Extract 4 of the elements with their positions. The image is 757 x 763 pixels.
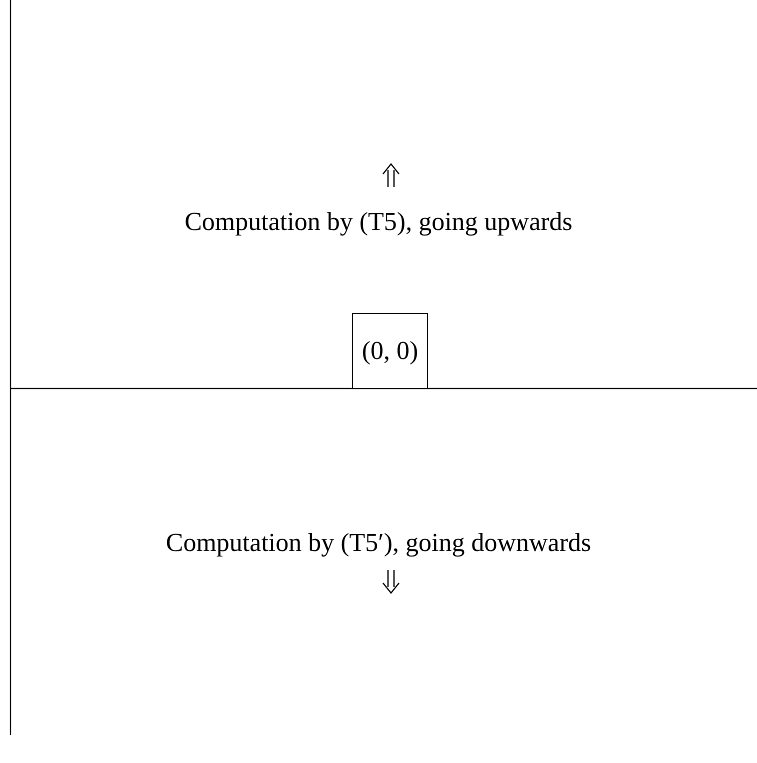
computation-note: Computation by (T5), going upwards xyxy=(184,207,572,237)
origin-box xyxy=(352,313,428,389)
coordinate-label: (0, 0) xyxy=(362,336,418,366)
computation-note: Computation by (T5′), going downwards xyxy=(166,528,592,558)
